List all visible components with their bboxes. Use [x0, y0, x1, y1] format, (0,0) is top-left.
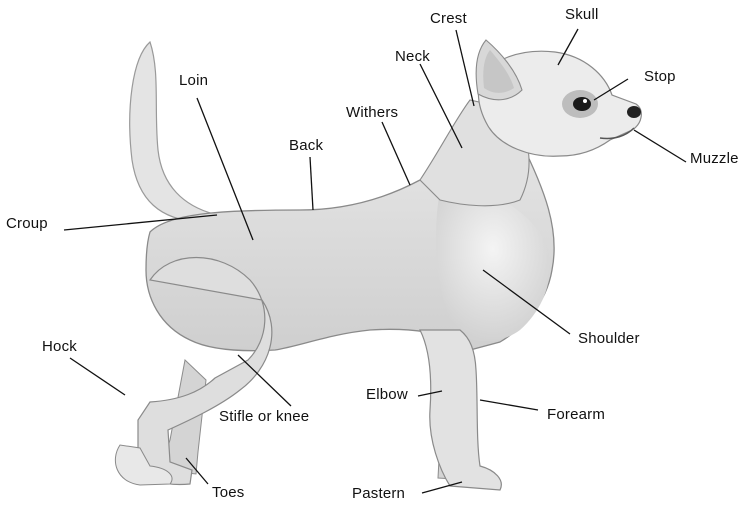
- nose: [627, 106, 641, 118]
- label-toes: Toes: [212, 484, 245, 502]
- neck-leader-line: [420, 64, 462, 148]
- near-front-leg: [420, 330, 501, 490]
- crest-leader-line: [456, 30, 474, 106]
- tail-shape: [130, 42, 214, 222]
- muzzle-leader-line: [634, 130, 686, 162]
- label-skull: Skull: [565, 6, 599, 24]
- label-crest: Crest: [430, 10, 467, 28]
- forearm-leader-line: [480, 400, 538, 410]
- label-withers: Withers: [346, 104, 398, 122]
- label-pastern: Pastern: [352, 485, 405, 503]
- label-neck: Neck: [395, 48, 430, 66]
- label-shoulder: Shoulder: [578, 330, 640, 348]
- back-leader-line: [310, 157, 313, 210]
- label-hock: Hock: [42, 338, 77, 356]
- label-croup: Croup: [6, 215, 48, 233]
- label-back: Back: [289, 137, 323, 155]
- label-loin: Loin: [179, 72, 208, 90]
- pastern-leader-line: [422, 482, 462, 493]
- label-stop: Stop: [644, 68, 676, 86]
- eye-highlight: [583, 99, 587, 103]
- label-muzzle: Muzzle: [690, 150, 739, 168]
- label-forearm: Forearm: [547, 406, 605, 424]
- withers-leader-line: [382, 122, 410, 185]
- eye: [573, 97, 591, 111]
- hock-leader-line: [70, 358, 125, 395]
- label-elbow: Elbow: [366, 386, 408, 404]
- label-stifle: Stifle or knee: [219, 408, 309, 426]
